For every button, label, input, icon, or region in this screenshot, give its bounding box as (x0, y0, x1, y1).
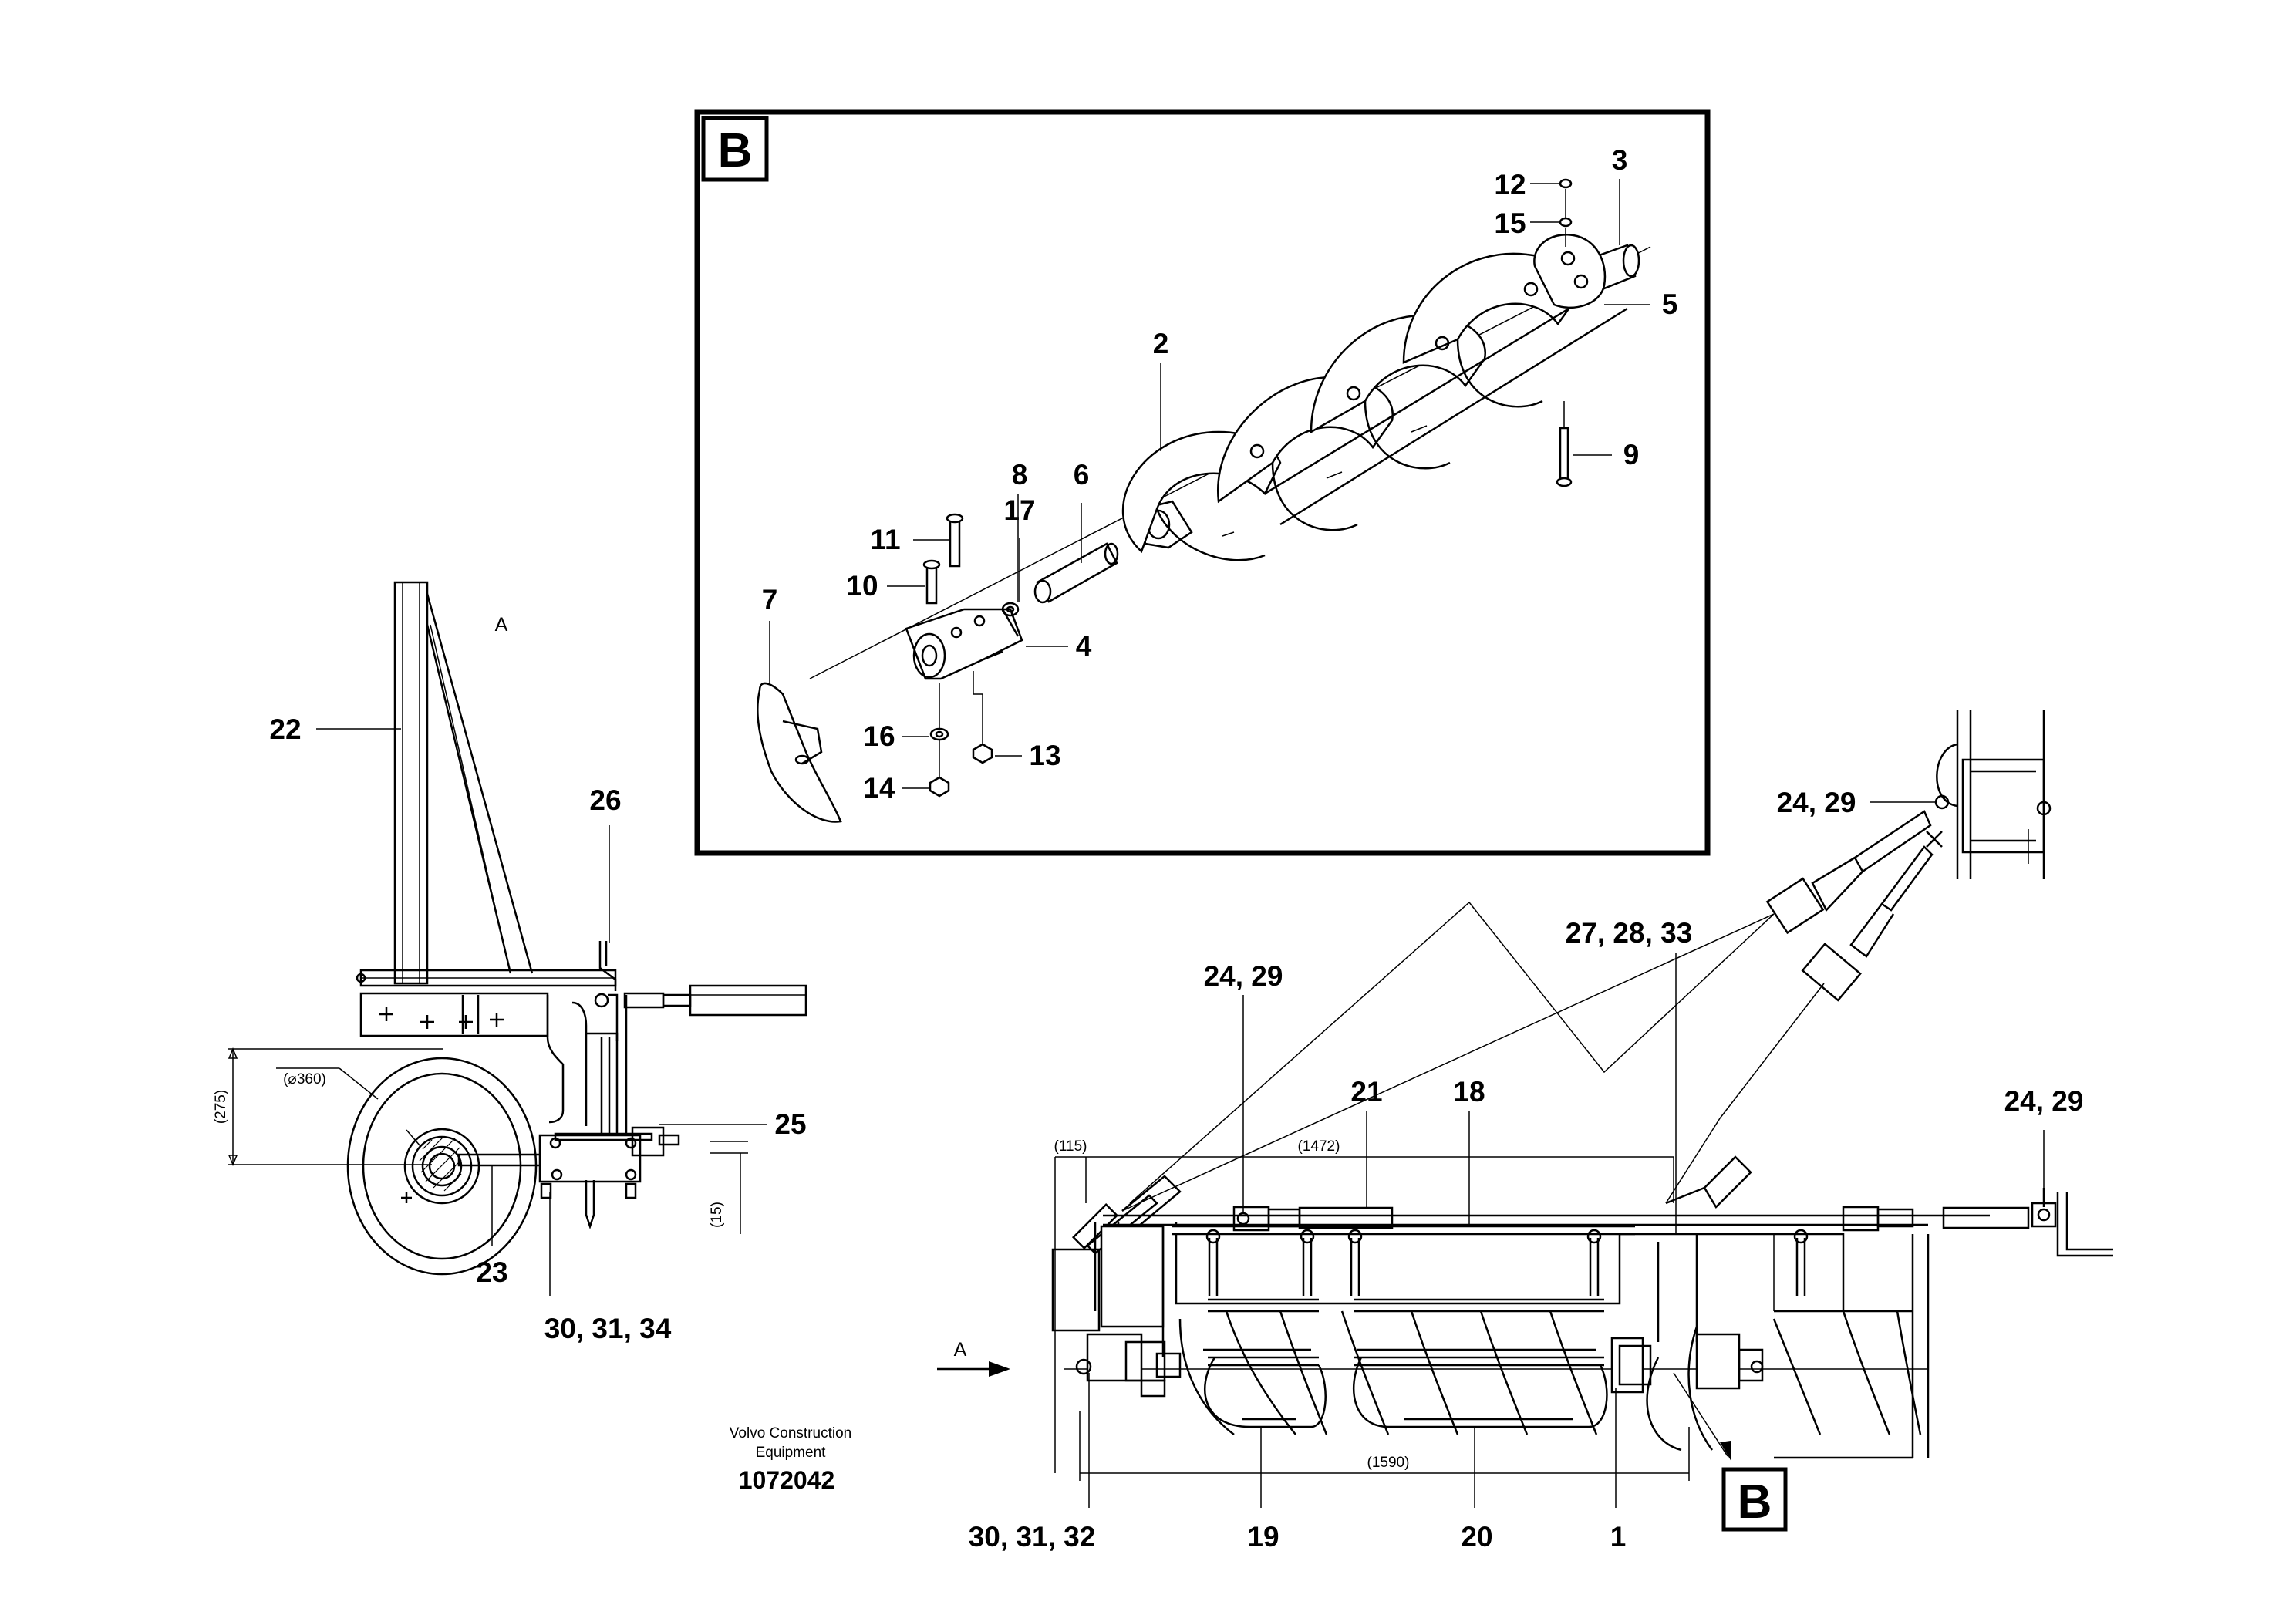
callout-21: 21 (1350, 1076, 1382, 1108)
part-4-coupling (905, 608, 1023, 680)
callout-4: 4 (1076, 630, 1092, 662)
detail-label: B (718, 124, 753, 177)
part-16-washer-hole (935, 730, 944, 738)
side-base-plate (356, 969, 617, 1037)
callout-24-29-right: 24, 29 (2004, 1085, 2084, 1117)
main-top-rod (1103, 1188, 2113, 1257)
side-axle-block (457, 1126, 680, 1229)
side-support-arm (546, 995, 619, 1134)
callout-30-31-34: 30, 31, 34 (544, 1313, 672, 1344)
callout-10: 10 (846, 570, 878, 602)
callout-7: 7 (762, 584, 778, 615)
main-leaders (1088, 801, 2045, 1508)
callout-20: 20 (1461, 1521, 1492, 1553)
part-5-end-flange (1533, 233, 1607, 309)
manufacturer-line-2: Equipment (756, 1445, 827, 1461)
callout-11: 11 (870, 524, 900, 555)
side-view-a: A (213, 581, 807, 1344)
manufacturer-line-1: Volvo Construction (730, 1425, 851, 1442)
drawing-number: 1072042 (739, 1466, 835, 1494)
view-arrow-head (989, 1361, 1010, 1377)
callout-5: 5 (1662, 288, 1678, 320)
detail-frame (694, 109, 1711, 856)
part-14-nut (929, 776, 950, 798)
callout-14: 14 (863, 772, 895, 804)
part-16-washer (929, 727, 949, 741)
part-22-mast (393, 581, 534, 985)
main-stay-rods (1121, 810, 1934, 1212)
dim-15: (15) (709, 1202, 725, 1228)
callout-26: 26 (589, 784, 621, 816)
part-2-auger-flights (1121, 252, 1628, 561)
view-arrow-a (937, 1361, 1010, 1377)
callout-1: 1 (1610, 1521, 1627, 1553)
callout-2: 2 (1153, 328, 1169, 359)
part-10-bolt (922, 559, 941, 605)
detail-b-marker (1673, 1372, 1788, 1532)
part-11-bolt (946, 513, 964, 568)
part-9-pin (1556, 401, 1573, 487)
main-bearings (1075, 1333, 1764, 1398)
main-right-end (1774, 1234, 1930, 1459)
detail-view-b: B (694, 109, 1711, 856)
callout-24-29-top: 24, 29 (1777, 787, 1856, 818)
part-7-end-scraper (757, 682, 842, 823)
callout-15: 15 (1494, 207, 1526, 239)
dim-275: (275) (213, 1090, 229, 1124)
part-12-nut (1559, 178, 1573, 189)
main-view: A B (115) (1472) (1590) (937, 710, 2113, 1553)
callout-9: 9 (1623, 439, 1640, 470)
part-26-bracket (598, 941, 628, 1157)
callout-27-28-33: 27, 28, 33 (1566, 917, 1693, 949)
callout-19: 19 (1247, 1521, 1279, 1553)
callout-24-29-left: 24, 29 (1204, 960, 1283, 992)
callout-13: 13 (1029, 740, 1060, 771)
main-dimension-lines (1054, 1156, 1690, 1481)
detail-leaders (769, 179, 1650, 789)
callout-6: 6 (1074, 459, 1090, 491)
callout-3: 3 (1612, 144, 1628, 176)
main-auger-flights (1064, 1310, 1928, 1452)
part-13-nut (972, 743, 993, 764)
dim-1590: (1590) (1367, 1455, 1410, 1471)
callout-30-31-32: 30, 31, 32 (969, 1521, 1096, 1553)
view-arrow-label: A (954, 1339, 967, 1361)
callout-8: 8 (1012, 459, 1028, 491)
dim-1472: (1472) (1298, 1138, 1340, 1155)
title-block: Volvo Construction Equipment 1072042 (730, 1425, 851, 1494)
callout-23: 23 (476, 1256, 507, 1288)
main-hopper (1051, 1222, 1845, 1357)
detail-label-box (701, 116, 769, 182)
side-dimension-lines (228, 1047, 748, 1234)
callout-17: 17 (1003, 494, 1035, 526)
callout-16: 16 (863, 720, 895, 752)
main-reference-line (1129, 901, 1775, 1204)
detail-b-marker-label: B (1738, 1475, 1772, 1529)
part-23-wheel (346, 1057, 538, 1276)
callout-25: 25 (774, 1108, 806, 1140)
dim-360: (⌀360) (283, 1071, 326, 1088)
dim-115: (115) (1054, 1138, 1087, 1155)
side-leaders (316, 728, 767, 1296)
callout-22: 22 (269, 713, 301, 745)
main-upper-frame (1926, 710, 2052, 879)
callout-12: 12 (1494, 169, 1526, 201)
part-15-washer (1559, 217, 1573, 228)
part-17-washer (1001, 602, 1020, 617)
side-view-label: A (495, 614, 508, 636)
part-6-shaft (1033, 542, 1119, 604)
side-cylinder (594, 984, 807, 1017)
callout-18: 18 (1453, 1076, 1485, 1108)
